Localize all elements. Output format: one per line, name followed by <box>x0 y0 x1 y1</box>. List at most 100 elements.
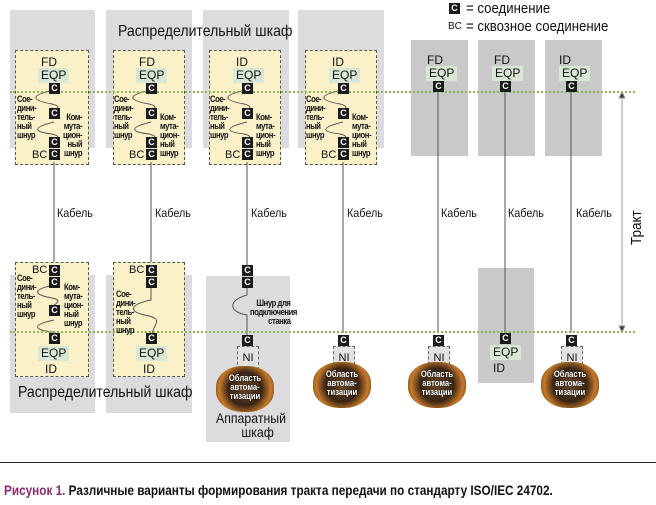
id-eqp-bg <box>478 268 534 383</box>
cable-label-3: Кабель <box>251 206 287 220</box>
area-word: Область <box>420 369 454 379</box>
cord-word: цион- <box>160 130 180 140</box>
cord-word: ный <box>116 316 131 326</box>
cord-word: Ком- <box>256 112 272 122</box>
legend-bc-symbol: BC <box>448 21 462 32</box>
cord-word: ный <box>160 139 175 149</box>
cord-word: дини- <box>116 298 136 308</box>
cable-label-4: Кабель <box>347 206 383 220</box>
connection-icon: C <box>338 149 349 160</box>
connection-icon: C <box>242 149 253 160</box>
cross-cord-label: Ком- мута- цион- ный шнур <box>63 113 83 158</box>
cord-word: мута- <box>256 121 275 131</box>
bc-label: BC <box>32 264 48 276</box>
node-label-3: ID <box>236 55 248 69</box>
cross-cord-label: Ком- мута- цион- ный шнур <box>352 113 372 158</box>
cross-cord-label: Ком- мута- цион- ный шнур <box>64 282 84 328</box>
connection-icon: C <box>146 277 157 288</box>
top-cabinet-title: Распределительный шкаф <box>118 23 293 40</box>
cable-label-1: Кабель <box>57 206 93 220</box>
patch-cord-label: Сое- дини- тель- ный шнур <box>17 273 37 319</box>
connection-icon: C <box>566 81 577 92</box>
automation-area: Область автома- тизации <box>313 362 371 408</box>
eqp-bottom-1: EQP <box>38 346 70 361</box>
cord-word: ный <box>306 121 321 131</box>
bottom-cabinet-title: Распределительный шкаф <box>18 384 193 401</box>
node-label-7: ID <box>559 53 571 67</box>
path-arrow-top <box>618 90 626 99</box>
connection-icon: C <box>242 108 253 119</box>
eqp-3: EQP <box>233 68 265 83</box>
patch-cord-bottom-2 <box>133 285 158 341</box>
connection-icon: C <box>242 335 253 346</box>
caption-text: Различные варианты формирования тракта п… <box>68 482 553 498</box>
area-word: тизации <box>554 387 586 397</box>
cable-label-5: Кабель <box>441 206 477 220</box>
eqp-1: EQP <box>38 68 70 83</box>
caption-prefix: Рисунок 1. <box>4 482 66 498</box>
cord-word: шнур <box>306 130 325 140</box>
patch-cord-label: Сое- дини- тель- ный шнур <box>306 95 326 140</box>
connection-icon: C <box>146 265 157 276</box>
node-label-5: FD <box>427 53 443 67</box>
cable-label-6: Кабель <box>508 206 544 220</box>
area-word: автома- <box>327 378 357 388</box>
cord-word: цион- <box>63 130 83 140</box>
connection-icon: C <box>49 137 60 148</box>
cord-word: Шнур для <box>256 298 291 308</box>
cord-word: тель- <box>306 112 324 122</box>
cord-word: Сое- <box>17 273 33 283</box>
cable-label-2: Кабель <box>155 206 191 220</box>
automation-area-label: Область автома- тизации <box>412 370 461 397</box>
cord-word: шнур <box>116 325 135 335</box>
connection-icon: C <box>49 305 60 316</box>
connection-icon: C <box>49 277 60 288</box>
connection-icon: C <box>146 333 157 344</box>
patch-cord-label: Сое- дини- тель- ный шнур <box>116 290 136 335</box>
connection-icon: C <box>49 149 60 160</box>
connection-icon: C <box>338 137 349 148</box>
cord-word: тель- <box>114 112 132 122</box>
connection-icon: C <box>433 335 444 346</box>
connection-icon: C <box>566 335 577 346</box>
cord-word: ный <box>256 139 271 149</box>
cord-word: шнур <box>114 130 133 140</box>
cord-word: цион- <box>352 130 372 140</box>
cord-word: ный <box>114 121 129 131</box>
connection-icon: C <box>146 108 157 119</box>
cord-word: Ком- <box>64 282 80 292</box>
cord-word: шнур <box>352 148 371 158</box>
cord-word: ный <box>17 300 32 310</box>
path-label: Тракт <box>628 210 645 245</box>
automation-area-label: Область автома- тизации <box>317 370 366 397</box>
cord-word: ный <box>64 309 79 319</box>
bc-label: BC <box>321 149 337 161</box>
cord-word: шнур <box>17 130 36 140</box>
direct-bg-5 <box>411 40 468 156</box>
cord-word: дини- <box>17 103 37 113</box>
cord-word: Сое- <box>114 94 130 104</box>
patch-cord-label: Сое- дини- тель- ный шнур <box>114 94 134 140</box>
node-label-6: FD <box>494 53 510 67</box>
cord-word: цион- <box>64 300 84 310</box>
connection-icon: C <box>146 83 157 94</box>
connection-icon: C <box>338 108 349 119</box>
bc-label: BC <box>225 149 241 161</box>
automation-area: Область автома- тизации <box>541 362 599 408</box>
cord-word: тель- <box>116 307 134 317</box>
connection-icon: C <box>49 333 60 344</box>
cord-word: мута- <box>64 291 83 301</box>
upper-boundary-line <box>10 91 635 93</box>
eqp-4: EQP <box>329 68 361 83</box>
apparatus-cabinet-label: Аппаратный шкаф <box>216 411 286 439</box>
cord-word: мута- <box>352 121 371 131</box>
node-label-4: ID <box>332 55 344 69</box>
connection-icon: C <box>500 81 511 92</box>
area-word: автома- <box>230 382 260 392</box>
eqp-5: EQP <box>426 66 458 81</box>
cord-word: тель- <box>17 291 35 301</box>
cord-word: ный <box>17 121 32 131</box>
area-word: тизации <box>421 387 453 397</box>
automation-area: Область автома- тизации <box>216 366 274 412</box>
cord-word: станка <box>268 316 291 326</box>
